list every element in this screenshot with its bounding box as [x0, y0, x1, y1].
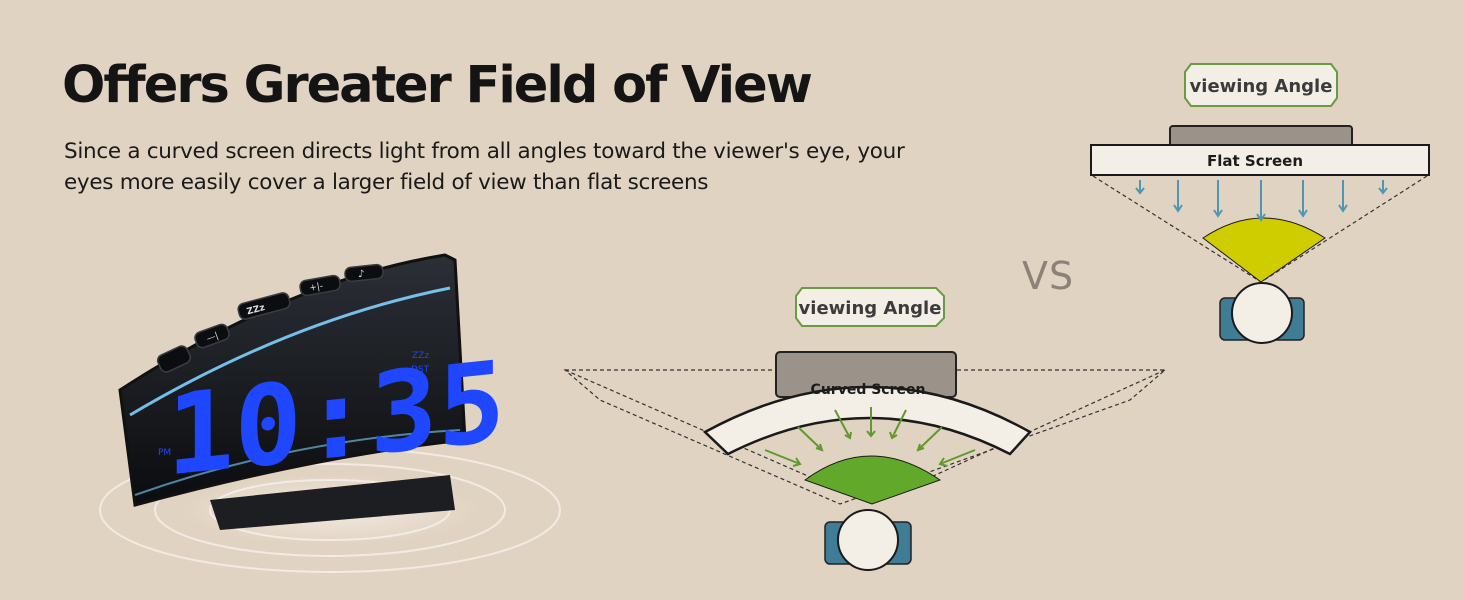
description-text: Since a curved screen directs light from…: [64, 139, 905, 195]
curved-screen-diagram: viewing Angle Curved Screen: [563, 287, 1167, 571]
bell-icon: ♪: [358, 269, 364, 280]
alarm-indicator: ZZz: [412, 351, 429, 361]
clock-body: [118, 253, 467, 507]
curved-viewing-angle-label: viewing Angle: [799, 298, 942, 319]
dim-button-label: —|: [205, 331, 220, 345]
pm-indicator: PM: [158, 448, 171, 458]
flat-fov-wedge: [1202, 217, 1326, 283]
page-title: Offers Greater Field of View: [62, 56, 813, 115]
snooze-button-label: ZZz: [246, 303, 266, 317]
curved-fov-wedge: [803, 455, 942, 505]
curved-screen-label: Curved Screen: [811, 382, 926, 398]
alarm-clock-image: —| ZZz +|- ♪ 10:35 PM ZZz DST: [99, 253, 561, 573]
flat-viewing-angle-label: viewing Angle: [1190, 76, 1333, 97]
flat-light-arrows: [1135, 180, 1388, 222]
flat-screen-label: Flat Screen: [1207, 152, 1303, 170]
vs-label: VS: [1022, 254, 1075, 298]
flat-screen-diagram: viewing Angle Flat Screen: [1090, 63, 1430, 344]
curved-light-arrows: [764, 407, 976, 467]
dst-indicator: DST: [411, 365, 430, 375]
plus-minus-button-label: +|-: [309, 282, 324, 294]
